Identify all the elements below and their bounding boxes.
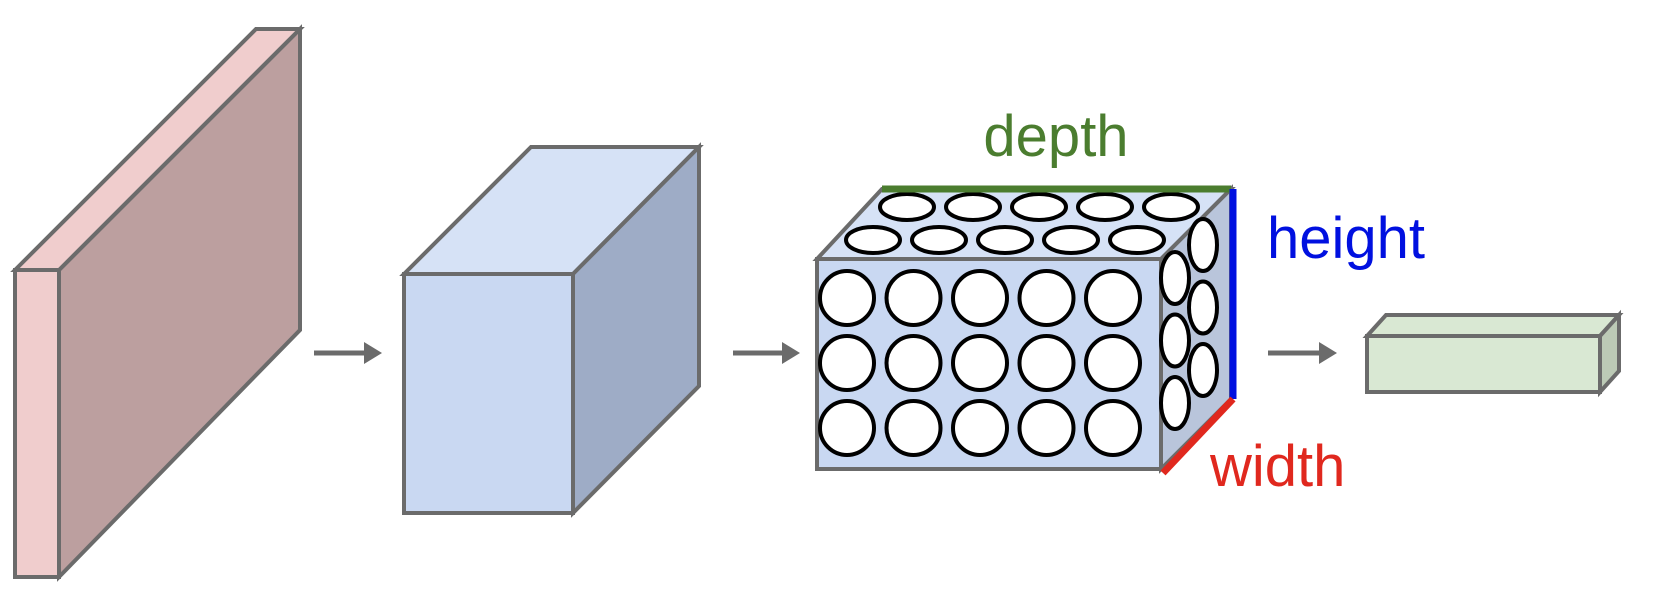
neuron-side bbox=[1187, 279, 1219, 336]
neuron-side bbox=[1159, 375, 1191, 431]
hidden-volume-box bbox=[399, 142, 704, 518]
width-edge bbox=[1160, 396, 1236, 476]
neuron-top bbox=[878, 192, 936, 222]
neuron-top bbox=[844, 225, 902, 255]
neuron-top bbox=[1076, 192, 1134, 222]
neuron-front bbox=[1017, 334, 1076, 392]
depth-label: depth bbox=[983, 104, 1128, 169]
neuron-front bbox=[1084, 269, 1142, 327]
neuron-top bbox=[944, 192, 1002, 222]
neuron-front bbox=[1017, 399, 1076, 457]
neuron-front bbox=[1084, 334, 1142, 392]
arrow-3 bbox=[1268, 342, 1337, 364]
width-label: width bbox=[1209, 434, 1345, 499]
arrow-2 bbox=[733, 342, 800, 364]
box-front bbox=[402, 272, 575, 515]
input-layer-slab bbox=[10, 24, 305, 582]
neuron-side bbox=[1187, 342, 1219, 398]
height-label: height bbox=[1267, 206, 1425, 271]
neuron-volume: depth height width bbox=[812, 104, 1425, 499]
neuron-top bbox=[910, 225, 968, 255]
output-front bbox=[1365, 334, 1602, 394]
neuron-front bbox=[884, 269, 943, 327]
neuron-top bbox=[976, 225, 1034, 255]
neuron-side bbox=[1187, 217, 1219, 273]
neuron-side bbox=[1159, 250, 1191, 306]
input-slab-front bbox=[13, 268, 61, 579]
neuron-front bbox=[951, 269, 1009, 327]
neuron-front bbox=[951, 334, 1009, 392]
neuron-top bbox=[1108, 225, 1166, 255]
neuron-front bbox=[884, 334, 943, 392]
neuron-top bbox=[1010, 192, 1068, 222]
neuron-front bbox=[818, 399, 876, 457]
neuron-side bbox=[1159, 312, 1191, 369]
neuron-front bbox=[951, 399, 1009, 457]
neuron-front bbox=[1017, 269, 1076, 327]
neuron-front bbox=[818, 334, 876, 392]
arrow-1 bbox=[314, 342, 382, 364]
output-box bbox=[1362, 309, 1624, 398]
neuron-top bbox=[1042, 225, 1100, 255]
output-top bbox=[1362, 313, 1624, 338]
neuron-front bbox=[1084, 399, 1142, 457]
neuron-front bbox=[884, 399, 943, 457]
neuron-front bbox=[818, 269, 876, 327]
neuron-top bbox=[1142, 192, 1200, 222]
